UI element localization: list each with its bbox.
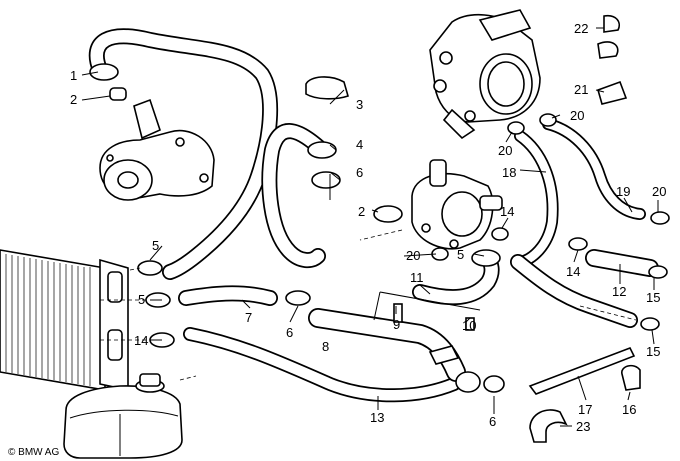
callout-17: 17: [578, 402, 592, 417]
callout-19: 19: [616, 184, 630, 199]
callout-16: 16: [622, 402, 636, 417]
callout-6: 6: [356, 165, 363, 180]
reference-lines: [100, 229, 637, 381]
callout-5: 5: [152, 238, 159, 253]
brackets-and-bolts: [373, 291, 636, 395]
hose-heater-long: [510, 254, 638, 328]
callout-15: 15: [646, 344, 660, 359]
callout-7: 7: [245, 310, 252, 325]
hose-return-long: [183, 327, 461, 403]
callout-21: 21: [574, 82, 588, 97]
radiator: [0, 249, 129, 391]
coolant-pipe: [308, 308, 481, 393]
callout-6: 6: [286, 325, 293, 340]
callout-14: 14: [566, 264, 580, 279]
callout-22: 22: [574, 21, 588, 36]
callout-11: 11: [410, 270, 424, 285]
callout-13: 13: [370, 410, 384, 425]
throttle-body: [429, 9, 541, 140]
callout-20: 20: [406, 248, 420, 263]
callout-14: 14: [134, 333, 148, 348]
callout-15: 15: [646, 290, 660, 305]
callout-9: 9: [393, 317, 400, 332]
water-pump: [99, 98, 215, 201]
leader-lines: [81, 27, 659, 427]
callout-23: 23: [576, 419, 590, 434]
callout-18: 18: [502, 165, 516, 180]
callout-20: 20: [570, 108, 584, 123]
hose-upper-bypass: [88, 28, 279, 280]
hose-throttle-return: [542, 118, 646, 220]
callout-4: 4: [356, 137, 363, 152]
hose-radiator-lower: [178, 285, 278, 306]
hose-clamps: [89, 14, 670, 443]
callout-5: 5: [457, 247, 464, 262]
callout-labels: 1 2 3 4 6 2 5 5 14 7 6 8 9 10 11 20 5 14…: [70, 21, 666, 434]
thermostat-housing: [411, 159, 503, 250]
callout-3: 3: [356, 97, 363, 112]
hose-throttle-heater: [514, 130, 559, 268]
expansion-tank: [63, 373, 183, 459]
copyright-notice: © BMW AG: [8, 447, 59, 458]
callout-20: 20: [498, 143, 512, 158]
callout-2: 2: [70, 92, 77, 107]
callout-8: 8: [322, 339, 329, 354]
callout-2: 2: [358, 204, 365, 219]
hose-heater-feed: [261, 123, 330, 269]
callout-14: 14: [500, 204, 514, 219]
hose-heater-return: [585, 249, 659, 277]
callout-20: 20: [652, 184, 666, 199]
callout-10: 10: [462, 318, 476, 333]
callout-1: 1: [70, 68, 77, 83]
callout-6: 6: [489, 414, 496, 429]
callout-5: 5: [138, 292, 145, 307]
callout-12: 12: [612, 284, 626, 299]
